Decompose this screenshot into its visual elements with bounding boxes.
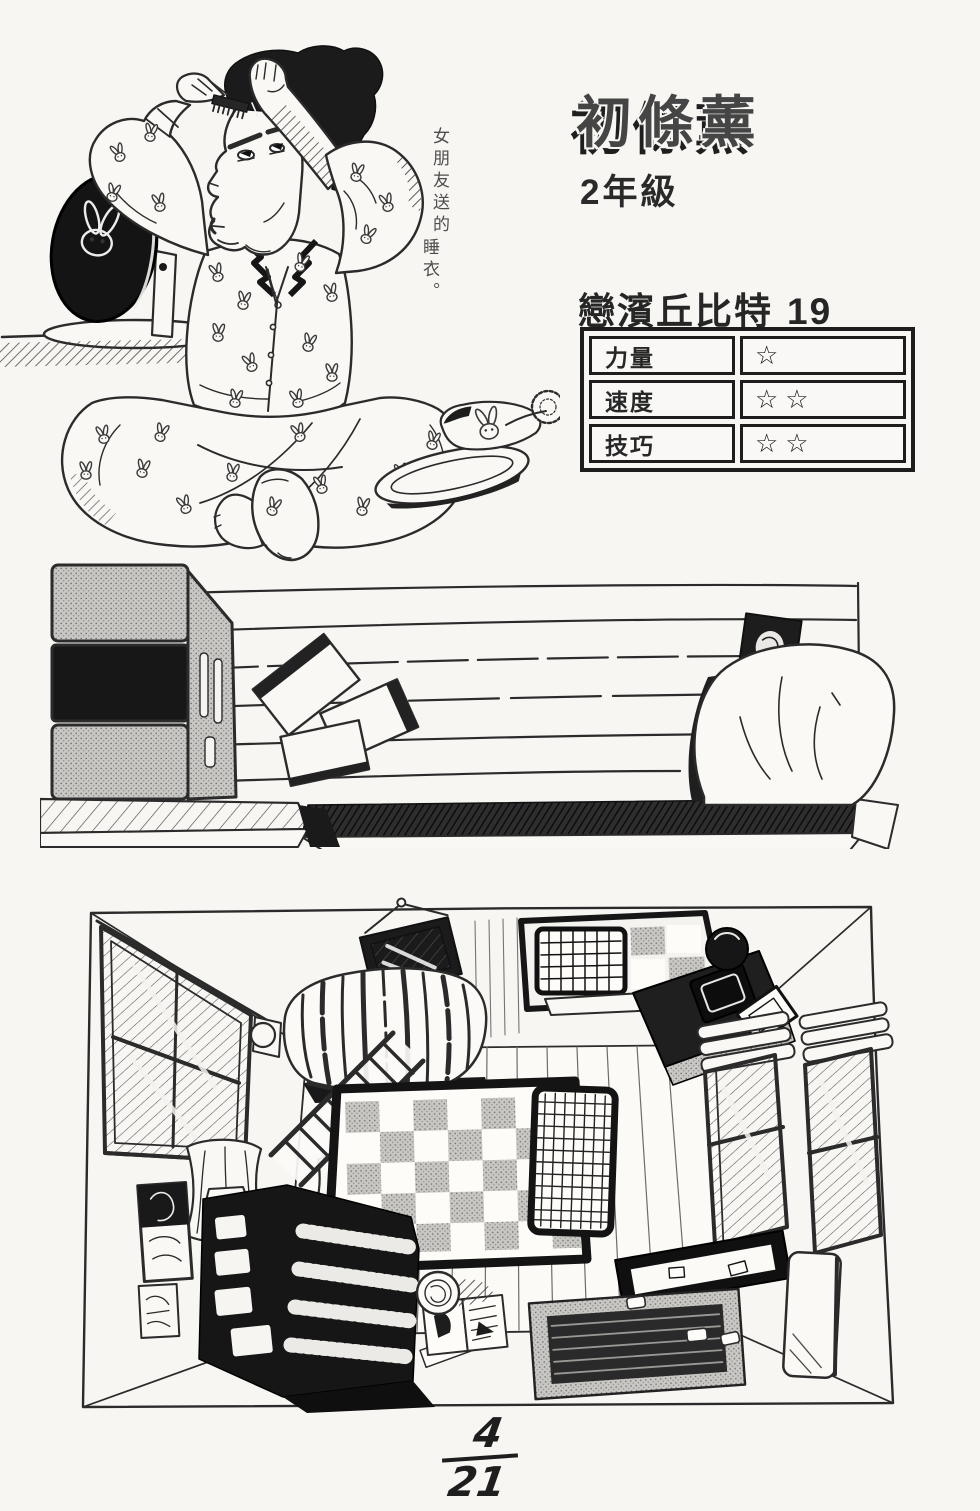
floor-cards (625, 1295, 741, 1346)
round-lamp (705, 927, 749, 971)
tv-set (689, 962, 757, 1024)
floor-magazine (419, 1293, 509, 1369)
bedroom-birdseye-illustration (81, 897, 895, 1413)
record-shelf-unit (198, 1184, 435, 1413)
leaning-white-panel (782, 1250, 842, 1380)
speaker-cabinet (50, 563, 238, 801)
character-name: 初條薰 (576, 91, 762, 154)
sitting-boy-figure (60, 45, 467, 562)
bed-overhead-illustration (40, 563, 899, 849)
stat-label-speed: 速度 (589, 380, 735, 419)
window-a (696, 1011, 796, 1247)
bed-frame-edge (40, 797, 899, 849)
comb (211, 94, 250, 120)
fallen-books (251, 632, 420, 787)
runner-rug (527, 1287, 747, 1401)
bed-post-knob (249, 1021, 277, 1049)
stat-label-skill: 技巧 (589, 424, 735, 463)
pompom (530, 389, 560, 425)
window-b (798, 1001, 894, 1255)
top-wall-planks (474, 917, 520, 1040)
pajama-shirt (185, 237, 353, 426)
left-wall-window (95, 919, 277, 1163)
comb-arm (88, 72, 250, 257)
hand-with-comb (176, 72, 226, 103)
page-number-denominator: 21 (444, 1457, 510, 1506)
crossed-bare-feet (213, 468, 320, 562)
pouting-lips (209, 217, 217, 235)
desk-with-tv (632, 927, 799, 1086)
series-number: 19 (787, 291, 833, 332)
wall-posters (136, 1180, 194, 1339)
handwritten-note-line1: 女朋友送的 (430, 127, 449, 237)
stats-table: 力量 ☆ 速度 ☆☆ 技巧 ☆☆ (580, 327, 915, 472)
series-title: 戀濱丘比特 (578, 291, 773, 332)
page-number-numerator: 4 (470, 1409, 507, 1457)
page-number-fraction: 4 21 (428, 1409, 532, 1506)
arm-over-head (248, 57, 424, 275)
pillow-corner (688, 612, 896, 807)
character-grade: 2年級 (580, 173, 679, 212)
floor-fan (415, 1270, 495, 1316)
wall-board-mirror (614, 1229, 792, 1309)
bunny-slippers (374, 389, 560, 509)
character-portrait-illustration (0, 45, 560, 562)
stat-label-strength: 力量 (589, 336, 735, 375)
handwritten-note-line2: 睡衣。 (420, 238, 439, 304)
record-spines (283, 1223, 419, 1365)
right-wall-windows (696, 1001, 894, 1255)
stat-stars-skill: ☆☆ (740, 424, 906, 463)
stat-stars-strength: ☆ (740, 336, 906, 375)
stat-stars-speed: ☆☆ (740, 380, 906, 419)
pillow (693, 643, 896, 807)
window-grille (534, 926, 628, 996)
series-title-line: 戀濱丘比特 19 (578, 281, 832, 335)
grid-table (527, 1084, 619, 1238)
